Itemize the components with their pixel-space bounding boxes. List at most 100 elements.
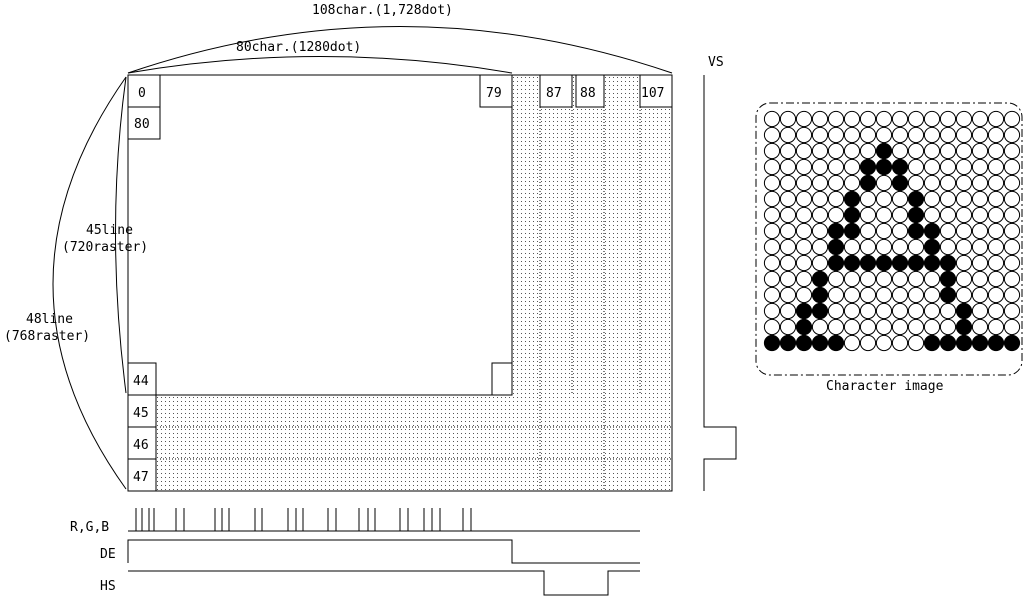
cell-107: 107 xyxy=(641,86,664,101)
glyph-dot-on xyxy=(843,222,861,240)
glyph-dot-off xyxy=(843,318,861,336)
glyph-dot-off xyxy=(811,206,829,224)
glyph-dot-off xyxy=(1003,318,1021,336)
glyph-dot-off xyxy=(1003,142,1021,160)
glyph-dot-on xyxy=(987,334,1005,352)
cell-79: 79 xyxy=(486,86,502,101)
glyph-dot-off xyxy=(763,190,781,208)
glyph-dot-off xyxy=(763,254,781,272)
glyph-dot-off xyxy=(955,190,973,208)
glyph-dot-off xyxy=(779,174,797,192)
glyph-dot-off xyxy=(779,222,797,240)
glyph-dot-on xyxy=(875,142,893,160)
glyph-dot-off xyxy=(843,286,861,304)
glyph-dot-off xyxy=(875,222,893,240)
hs-signal: HS xyxy=(100,570,640,596)
glyph-dot-off xyxy=(907,334,925,352)
glyph-dot-on xyxy=(955,318,973,336)
glyph-dot-off xyxy=(907,302,925,320)
glyph-dot-off xyxy=(939,158,957,176)
glyph-dot-off xyxy=(795,238,813,256)
glyph-dot-on xyxy=(923,222,941,240)
glyph-dot-off xyxy=(891,142,909,160)
glyph-dot-off xyxy=(907,238,925,256)
glyph-dot-off xyxy=(827,174,845,192)
glyph-dot-off xyxy=(763,126,781,144)
glyph-dot-off xyxy=(907,318,925,336)
cell-44: 44 xyxy=(133,374,149,389)
glyph-dot-off xyxy=(907,286,925,304)
glyph-dot-on xyxy=(843,206,861,224)
glyph-dot-off xyxy=(923,174,941,192)
glyph-dot-off xyxy=(907,142,925,160)
glyph-dot-off xyxy=(987,286,1005,304)
glyph-dot-on xyxy=(923,334,941,352)
glyph-dot-off xyxy=(987,126,1005,144)
glyph-dot-off xyxy=(987,110,1005,128)
glyph-dot-on xyxy=(827,238,845,256)
glyph-dot-off xyxy=(939,190,957,208)
glyph-dot-off xyxy=(779,142,797,160)
glyph-dot-off xyxy=(923,126,941,144)
glyph-dot-off xyxy=(779,286,797,304)
glyph-dot-off xyxy=(1003,222,1021,240)
glyph-dot-off xyxy=(875,334,893,352)
glyph-dot-off xyxy=(1003,190,1021,208)
glyph-dot-off xyxy=(955,254,973,272)
glyph-dot-off xyxy=(939,238,957,256)
glyph-dot-off xyxy=(939,206,957,224)
glyph-dot-off xyxy=(987,318,1005,336)
glyph-dot-off xyxy=(779,238,797,256)
glyph-dot-off xyxy=(875,238,893,256)
glyph-dot-on xyxy=(827,334,845,352)
glyph-dot-off xyxy=(891,286,909,304)
glyph-dot-off xyxy=(763,158,781,176)
glyph-dot-off xyxy=(987,190,1005,208)
glyph-dot-off xyxy=(795,254,813,272)
glyph-dot-off xyxy=(859,126,877,144)
glyph-dot-off xyxy=(875,270,893,288)
glyph-dot-off xyxy=(955,142,973,160)
glyph-dot-off xyxy=(923,270,941,288)
glyph-dot-on xyxy=(923,238,941,256)
vs-signal: VS xyxy=(703,55,737,491)
glyph-dot-off xyxy=(939,126,957,144)
cell-0: 0 xyxy=(138,86,146,101)
glyph-dot-on xyxy=(763,334,781,352)
glyph-dot-off xyxy=(971,270,989,288)
glyph-dot-off xyxy=(939,318,957,336)
hs-label: HS xyxy=(100,579,116,594)
de-signal: DE xyxy=(100,539,640,564)
glyph-dot-off xyxy=(811,174,829,192)
glyph-dot-off xyxy=(971,302,989,320)
glyph-dot-off xyxy=(1003,158,1021,176)
cell-88: 88 xyxy=(580,86,596,101)
glyph-dot-off xyxy=(1003,238,1021,256)
glyph-dot-off xyxy=(891,222,909,240)
glyph-dot-off xyxy=(795,110,813,128)
glyph-dot-off xyxy=(795,286,813,304)
vertical-timing-guides xyxy=(160,426,672,460)
glyph-dot-off xyxy=(891,334,909,352)
glyph-dot-off xyxy=(763,222,781,240)
glyph-dot-on xyxy=(843,190,861,208)
glyph-dot-off xyxy=(827,110,845,128)
glyph-dot-off xyxy=(827,270,845,288)
glyph-dot-on xyxy=(827,254,845,272)
glyph-dot-off xyxy=(923,190,941,208)
glyph-dot-off xyxy=(923,318,941,336)
glyph-dot-off xyxy=(907,126,925,144)
glyph-dot-off xyxy=(843,174,861,192)
glyph-dot-off xyxy=(843,110,861,128)
glyph-dot-off xyxy=(955,174,973,192)
glyph-dot-on xyxy=(875,158,893,176)
glyph-dot-off xyxy=(843,270,861,288)
glyph-dot-off xyxy=(811,190,829,208)
glyph-dot-on xyxy=(939,334,957,352)
glyph-dot-off xyxy=(987,238,1005,256)
glyph-dot-off xyxy=(987,206,1005,224)
active-lines-label: 45line xyxy=(86,223,133,238)
glyph-dot-off xyxy=(939,302,957,320)
glyph-dot-off xyxy=(795,222,813,240)
